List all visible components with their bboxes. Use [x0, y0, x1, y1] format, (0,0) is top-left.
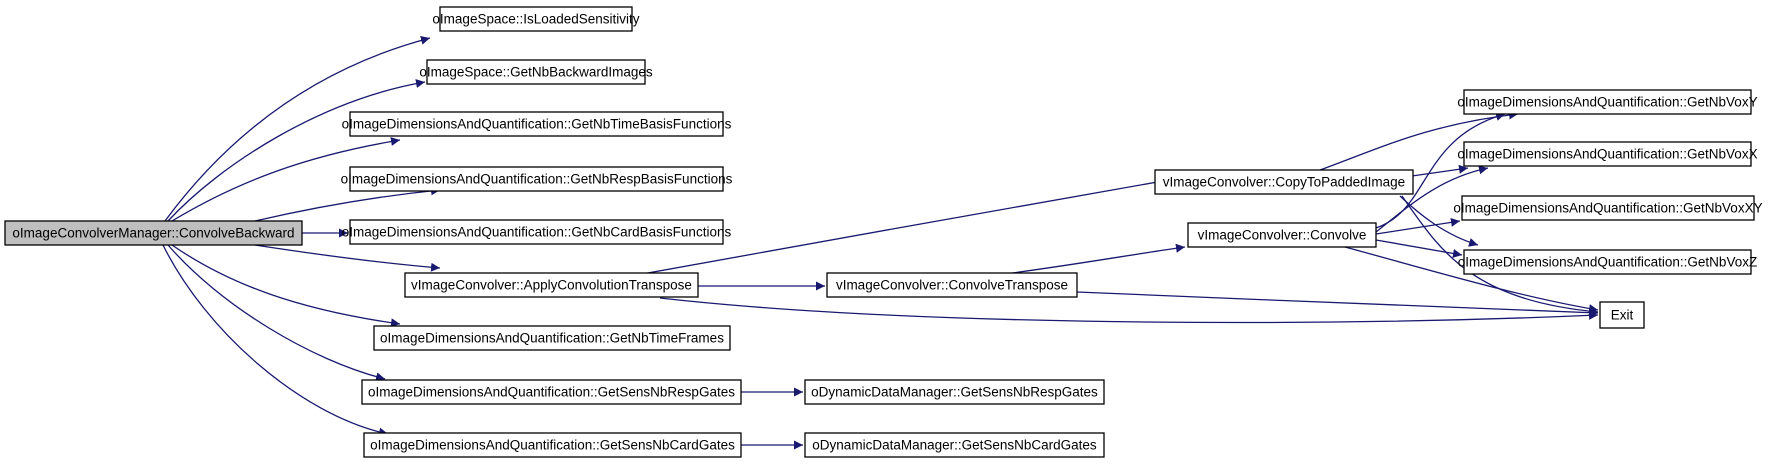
node-box	[404, 272, 699, 298]
node-get-nb-resp-basis-functions[interactable]: oImageDimensionsAndQuantification::GetNb…	[341, 166, 733, 192]
node-box	[804, 379, 1105, 405]
edge-convTranspose-to-exit	[1076, 291, 1599, 318]
edge-copyPadded-to-voxY	[1319, 110, 1519, 171]
node-box	[373, 325, 731, 351]
node-get-nb-time-basis-functions[interactable]: oImageDimensionsAndQuantification::GetNb…	[342, 111, 732, 137]
node-exit[interactable]: Exit	[1599, 301, 1645, 329]
node-layer: oImageConvolverManager::ConvolveBackward…	[4, 6, 1763, 458]
node-get-nb-vox-z[interactable]: oImageDimensionsAndQuantification::GetNb…	[1458, 249, 1757, 275]
node-get-nb-time-frames[interactable]: oImageDimensionsAndQuantification::GetNb…	[373, 325, 731, 351]
edge-convolve-to-voxZ	[1375, 239, 1463, 258]
node-box	[349, 111, 724, 137]
node-box	[349, 219, 724, 245]
node-convolve-transpose[interactable]: vImageConvolver::ConvolveTranspose	[826, 272, 1078, 298]
edge-root-to-applyConv	[254, 244, 441, 272]
node-box	[426, 59, 646, 85]
node-box	[1154, 169, 1414, 195]
node-dynamic-get-sens-nb-card-gates[interactable]: oDynamicDataManager::GetSensNbCardGates	[804, 432, 1105, 458]
node-label: vImageConvolver::ApplyConvolutionTranspo…	[411, 278, 692, 293]
node-label: oImageSpace::IsLoadedSensitivity	[432, 12, 639, 27]
edge-convolve-to-voxXY	[1375, 217, 1461, 235]
edge-root-to-sensResp	[167, 244, 386, 382]
node-get-nb-vox-xy[interactable]: oImageDimensionsAndQuantification::GetNb…	[1453, 195, 1763, 221]
node-label: oImageDimensionsAndQuantification::GetSe…	[368, 385, 735, 400]
edge-applyConv-to-exit	[659, 297, 1599, 324]
node-box	[1187, 222, 1377, 248]
node-box	[1461, 195, 1755, 221]
node-box	[4, 220, 303, 246]
node-label: oDynamicDataManager::GetSensNbRespGates	[811, 385, 1098, 400]
edge-root-to-nbBackward	[167, 79, 426, 222]
node-box	[361, 379, 742, 405]
node-box	[1463, 89, 1752, 115]
node-label: oImageDimensionsAndQuantification::GetNb…	[1453, 201, 1762, 216]
node-box	[349, 166, 724, 192]
node-box	[1463, 141, 1752, 167]
node-label: vImageConvolver::ConvolveTranspose	[836, 278, 1068, 293]
edge-root-to-nbRespBasis	[254, 186, 441, 222]
node-get-sens-nb-card-gates[interactable]: oImageDimensionsAndQuantification::GetSe…	[363, 432, 742, 458]
node-convolve-backward[interactable]: oImageConvolverManager::ConvolveBackward	[4, 220, 303, 246]
node-label: oImageDimensionsAndQuantification::GetNb…	[1458, 255, 1757, 270]
node-label: Exit	[1611, 308, 1634, 323]
node-label: oImageDimensionsAndQuantification::GetNb…	[342, 225, 732, 240]
edge-applyConv-to-copyPadded	[619, 175, 1181, 279]
node-box	[826, 272, 1078, 298]
node-box	[804, 432, 1105, 458]
edge-root-to-nbTimeBasis	[171, 137, 401, 222]
edge-root-to-isLoaded	[164, 35, 431, 222]
edge-copyPadded-to-voxX	[1411, 164, 1469, 177]
node-dynamic-get-sens-nb-resp-gates[interactable]: oDynamicDataManager::GetSensNbRespGates	[804, 379, 1105, 405]
node-label: oImageDimensionsAndQuantification::GetNb…	[1457, 147, 1757, 162]
node-get-nb-vox-x[interactable]: oImageDimensionsAndQuantification::GetNb…	[1457, 141, 1758, 167]
node-label: oDynamicDataManager::GetSensNbCardGates	[812, 438, 1097, 453]
node-is-loaded-sensitivity[interactable]: oImageSpace::IsLoadedSensitivity	[432, 6, 640, 32]
edge-convTranspose-to-convolve	[1004, 243, 1186, 275]
node-label: oImageDimensionsAndQuantification::GetNb…	[380, 331, 724, 346]
node-box	[1463, 249, 1752, 275]
edge-convolve-to-exit	[1344, 246, 1599, 313]
edge-root-to-nbTimeFrames	[171, 244, 401, 328]
node-label: oImageConvolverManager::ConvolveBackward	[12, 226, 294, 241]
node-get-nb-backward-images[interactable]: oImageSpace::GetNbBackwardImages	[419, 59, 653, 85]
node-copy-to-padded-image[interactable]: vImageConvolver::CopyToPaddedImage	[1154, 169, 1414, 195]
node-label: oImageSpace::GetNbBackwardImages	[419, 65, 653, 80]
node-convolve[interactable]: vImageConvolver::Convolve	[1187, 222, 1377, 248]
node-get-nb-card-basis-functions[interactable]: oImageDimensionsAndQuantification::GetNb…	[342, 219, 732, 245]
node-box	[1599, 301, 1645, 329]
node-box	[363, 432, 742, 458]
node-label: oImageDimensionsAndQuantification::GetSe…	[370, 438, 735, 453]
edge-convolve-to-voxX	[1375, 165, 1489, 233]
node-label: vImageConvolver::CopyToPaddedImage	[1163, 175, 1405, 190]
node-label: vImageConvolver::Convolve	[1198, 228, 1367, 243]
node-apply-convolution-transpose[interactable]: vImageConvolver::ApplyConvolutionTranspo…	[404, 272, 699, 298]
node-get-nb-vox-y[interactable]: oImageDimensionsAndQuantification::GetNb…	[1457, 89, 1758, 115]
node-label: oImageDimensionsAndQuantification::GetNb…	[341, 172, 733, 187]
node-label: oImageDimensionsAndQuantification::GetNb…	[1457, 95, 1757, 110]
edge-root-to-sensCard	[162, 244, 389, 437]
node-box	[439, 6, 633, 32]
node-get-sens-nb-resp-gates[interactable]: oImageDimensionsAndQuantification::GetSe…	[361, 379, 742, 405]
node-label: oImageDimensionsAndQuantification::GetNb…	[342, 117, 732, 132]
edge-layer	[162, 35, 1599, 450]
